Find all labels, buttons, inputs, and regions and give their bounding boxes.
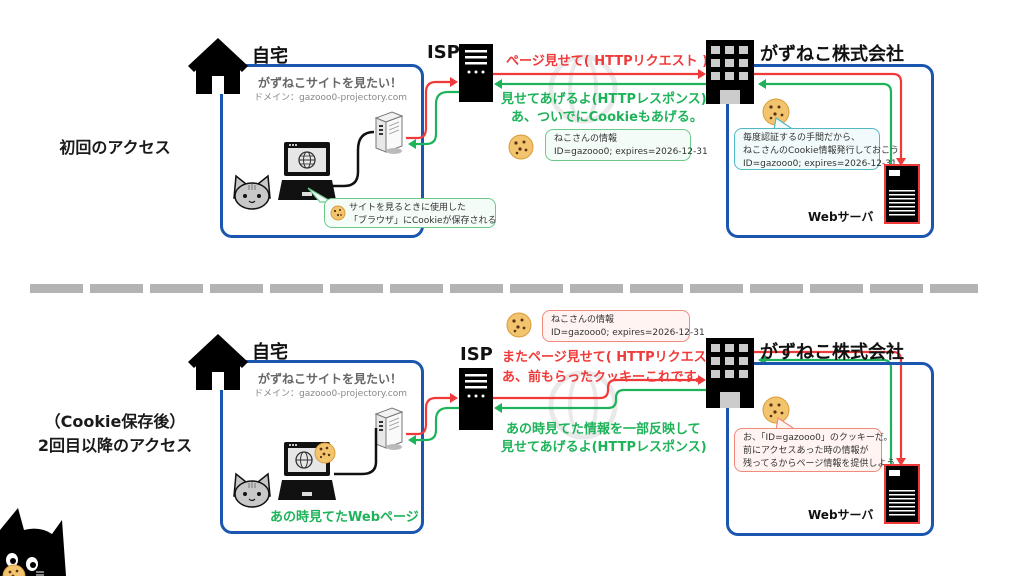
request-arrow-company-webserver	[752, 350, 903, 460]
response-arrow-company-isp	[500, 388, 706, 410]
section-label-first-access: 初回のアクセス	[59, 138, 171, 157]
section-divider	[30, 284, 978, 293]
bubble-line: お、「ID=gazooo0」のクッキーだ。	[743, 433, 893, 443]
cookie-info-bubble: ねこさんの情報 ID=gazooo0; expires=2026-12-31	[545, 129, 708, 161]
bubble-line: ID=gazooo0; expires=2026-12-31	[554, 147, 708, 157]
response-text-line1: 見せてあげるよ(HTTPレスポンス)	[501, 92, 707, 107]
company-cookie-recognize-bubble: お、「ID=gazooo0」のクッキーだ。 前にアクセスあった時の情報が 残って…	[734, 428, 904, 472]
request-arrow-home-isp	[406, 396, 452, 436]
cookie-icon	[762, 396, 790, 424]
black-cat-mascot-icon	[0, 508, 66, 576]
gray-cat-icon	[233, 174, 271, 210]
cookie-icon	[314, 442, 336, 464]
bubble-line: ID=gazooo0; expires=2026-12-31	[551, 328, 705, 338]
gray-cat-icon	[233, 472, 271, 508]
cookie-icon	[762, 98, 790, 126]
webserver-label: Webサーバ	[808, 508, 874, 522]
bubble-line: 「ブラウザ」にCookieが保存される	[349, 216, 497, 226]
network-cable	[334, 428, 378, 476]
company-box	[726, 362, 934, 536]
response-arrow-isp-home	[414, 90, 459, 146]
request-text-line1: またページ見せて( HTTPリクエスト )	[502, 350, 731, 365]
cookie-icon	[506, 312, 532, 338]
section-label-line: （Cookie保存後）	[44, 412, 186, 431]
home-domain-text: ドメイン：gazooo0-projectory.com	[254, 93, 408, 103]
response-text-line1: あの時見てた情報を一部反映して	[506, 422, 701, 437]
section-label-line: 2回目以降のアクセス	[37, 436, 193, 455]
bubble-line: ねこさんの情報	[551, 315, 615, 325]
request-arrow-isp-company	[493, 378, 700, 400]
network-cable	[330, 130, 375, 188]
response-arrow-webserver-company	[764, 82, 893, 164]
request-arrow-company-webserver	[752, 72, 903, 160]
home-box	[220, 64, 424, 238]
house-icon	[188, 334, 248, 390]
home-domain-text: ドメイン：gazooo0-projectory.com	[254, 389, 408, 399]
webserver-icon	[884, 164, 920, 224]
response-text-line2: 見せてあげるよ(HTTPレスポンス)	[501, 440, 707, 455]
company-cookie-issue-bubble: 毎度認証するの手間だから、 ねこさんのCookie情報発行しておこう ID=ga…	[734, 128, 900, 170]
house-icon	[188, 38, 248, 94]
isp-label: ISP	[460, 344, 493, 365]
globe-watermark-icon	[548, 54, 618, 124]
office-building-icon	[706, 40, 754, 104]
home-box	[220, 360, 424, 534]
browser-cookie-bubble: サイトを見るときに使用した 「ブラウザ」にCookieが保存される	[324, 198, 497, 228]
response-arrow-isp-home	[414, 406, 459, 442]
router-icon	[374, 111, 404, 154]
router-icon	[374, 407, 404, 450]
laptop-icon	[278, 142, 336, 200]
request-text: ページ見せて( HTTPリクエスト )	[506, 54, 709, 69]
company-box	[726, 64, 934, 238]
http-flow-arrows	[406, 69, 906, 166]
bubble-line: 前にアクセスあった時の情報が	[743, 446, 869, 456]
company-title: がずねこ株式会社	[760, 342, 904, 363]
bubble-line: 残ってるからページ情報を提供しよう。	[743, 459, 904, 469]
page-caption: あの時見てたWebページ	[270, 510, 419, 525]
bubble-line: ねこさんの情報	[554, 134, 618, 144]
section-label-repeat-access: （Cookie保存後） 2回目以降のアクセス	[20, 410, 210, 458]
company-title: がずねこ株式会社	[760, 44, 904, 65]
bubble-line: ねこさんのCookie情報発行しておこう	[743, 146, 900, 156]
bubble-line: ID=gazooo0; expires=2026-12-31	[743, 159, 897, 169]
webserver-icon	[884, 464, 920, 524]
home-want-text: がずねこサイトを見たい！	[258, 372, 403, 386]
isp-server-icon	[459, 44, 493, 102]
request-arrow-home-isp	[406, 80, 452, 140]
webserver-label: Webサーバ	[808, 210, 874, 224]
home-title: 自宅	[252, 46, 288, 67]
isp-server-icon	[459, 368, 493, 430]
bubble-line: サイトを見るときに使用した	[349, 203, 467, 213]
cookie-icon	[330, 205, 346, 221]
home-title: 自宅	[252, 342, 288, 363]
response-text-line2: あ、ついでにCookieもあげる。	[511, 110, 703, 125]
request-text-line2: あ、前もらったクッキーこれです。	[502, 370, 709, 385]
cookie-info-bubble: ねこさんの情報 ID=gazooo0; expires=2026-12-31	[542, 310, 705, 342]
cookie-icon	[508, 134, 534, 160]
office-building-icon	[706, 338, 754, 408]
isp-label: ISP	[427, 42, 460, 63]
bubble-line: 毎度認証するの手間だから、	[743, 133, 861, 143]
home-want-text: がずねこサイトを見たい！	[258, 76, 403, 90]
